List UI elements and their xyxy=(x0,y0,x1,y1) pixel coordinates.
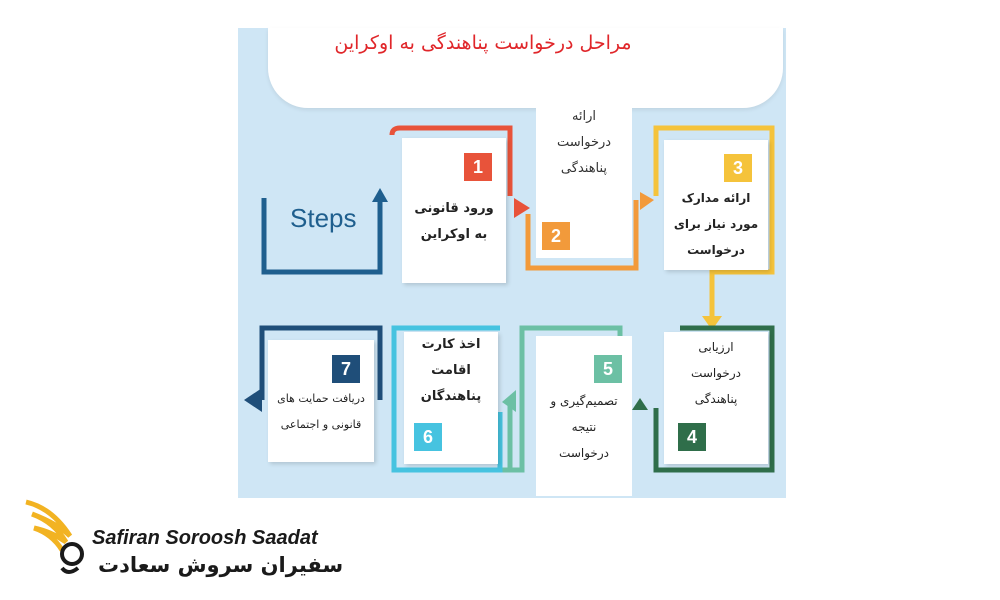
step-number-1: 1 xyxy=(464,153,492,181)
brand-name-en: Safiran Soroosh Saadat xyxy=(92,527,318,549)
arrowhead-start xyxy=(372,188,388,202)
diagram-title: مراحل درخواست پناهندگی به اوکراین xyxy=(334,32,632,54)
frame-step-3 xyxy=(653,125,775,318)
arrowhead-4-5 xyxy=(632,398,648,410)
step-number-3: 3 xyxy=(724,154,752,182)
arrowhead-1-2 xyxy=(514,198,530,218)
frame-step-2 xyxy=(525,200,639,271)
frame-step-1 xyxy=(389,125,513,196)
step-number-6: 6 xyxy=(414,423,442,451)
step-number-7: 7 xyxy=(332,355,360,383)
frame-step-6 xyxy=(391,325,503,473)
frame-step-4 xyxy=(653,325,775,473)
frame-step-5 xyxy=(470,325,623,473)
arrow-start-to-1 xyxy=(261,198,383,275)
step-number-4: 4 xyxy=(678,423,706,451)
step-number-2: 2 xyxy=(542,222,570,250)
arrowhead-5-6 xyxy=(502,390,516,412)
step-number-5: 5 xyxy=(594,355,622,383)
arrowhead-3-4 xyxy=(702,316,722,330)
steps-label: Steps xyxy=(290,203,357,233)
brand-wing-icon xyxy=(25,499,84,574)
arrowhead-2-3 xyxy=(640,192,654,210)
arrowhead-end xyxy=(244,388,262,412)
title-banner xyxy=(268,28,783,108)
frame-step-7 xyxy=(259,325,383,400)
brand-name-fa: سفیران سروش سعادت xyxy=(98,553,344,577)
